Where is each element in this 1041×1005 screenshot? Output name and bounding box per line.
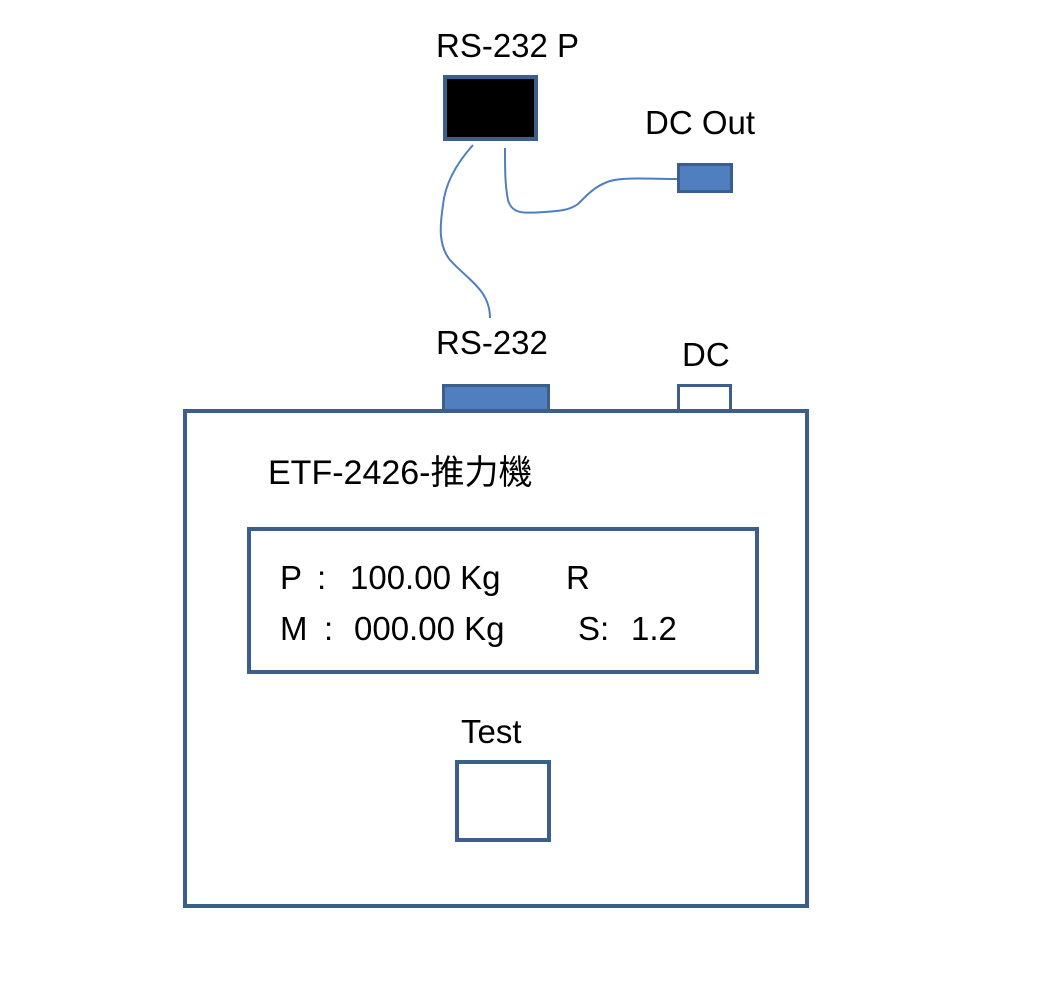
dc-out-label: DC Out (645, 104, 756, 141)
test-label: Test (461, 713, 522, 750)
rs232-plug-label: RS-232 P (436, 27, 580, 64)
dc-port-label: DC (682, 336, 730, 373)
device-title: ETF-2426-推力機 (268, 454, 533, 492)
test-button[interactable] (455, 760, 551, 842)
rs232-cable (439, 144, 491, 319)
display-row2-speed-value: 1.2 (631, 610, 677, 647)
display-row2-value: 000.00 Kg (354, 610, 505, 647)
lcd-display (247, 527, 759, 674)
dc-out-plug (677, 163, 733, 193)
display-row2-colon: : (324, 610, 334, 647)
display-row1-colon: : (317, 559, 327, 596)
rs232-plug (443, 75, 538, 141)
display-row1-label: P (280, 559, 303, 596)
display-row1-flag: R (566, 559, 590, 596)
display-row2-label: M (280, 610, 308, 647)
dc-cable (504, 147, 680, 214)
rs232-port-label: RS-232 (436, 324, 548, 361)
display-row1-value: 100.00 Kg (350, 559, 501, 596)
display-row2-speed-label: S: (578, 610, 610, 647)
